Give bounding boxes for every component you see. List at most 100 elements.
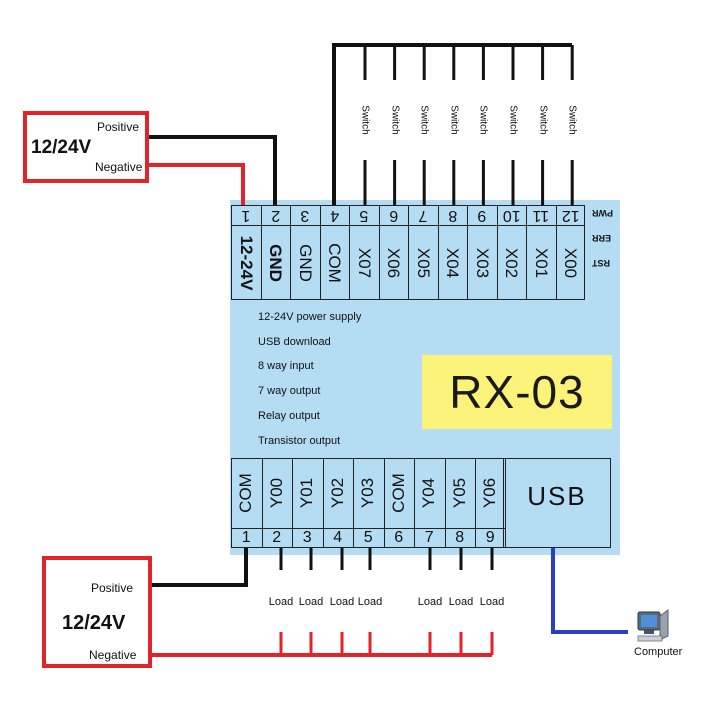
switch-label: Switch — [566, 105, 578, 135]
input-terminal-label: X03 — [472, 247, 492, 278]
terminal-divider — [475, 458, 476, 548]
input-terminal-label: X07 — [354, 247, 374, 278]
switch-label: Switch — [418, 105, 430, 135]
output-terminal-label: Y01 — [297, 477, 317, 509]
negative-label: Negative — [89, 648, 137, 662]
switch-label: Switch — [537, 105, 549, 135]
terminal-divider — [408, 205, 409, 300]
switch-label: Switch — [448, 105, 460, 135]
computer-icon — [637, 609, 669, 642]
output-terminal-label: Y04 — [419, 477, 439, 509]
switch-wires — [363, 45, 574, 205]
feature-item: 12-24V power supply — [258, 311, 362, 323]
input-terminal-label: X06 — [384, 247, 404, 278]
terminal-divider — [322, 458, 324, 548]
switch-common-bus — [332, 43, 572, 205]
led-label-err: ERR — [592, 233, 612, 243]
feature-item: USB download — [258, 335, 331, 348]
power-supply-bottom: Positive 12/24V Negative — [42, 556, 152, 668]
negative-label: Negative — [95, 160, 143, 174]
positive-wire-bottom — [152, 548, 248, 587]
output-pin-number: 8 — [455, 529, 465, 546]
load-label: Load — [448, 596, 474, 608]
switch-label: Switch — [477, 105, 489, 135]
pin-row-divider — [231, 528, 506, 529]
switch-label: Switch — [389, 105, 401, 135]
voltage-label: 12/24V — [31, 137, 92, 158]
terminal-divider — [444, 458, 446, 548]
input-terminal-label: X05 — [413, 247, 433, 278]
load-label: Load — [417, 596, 443, 608]
terminal-divider — [437, 205, 439, 300]
positive-label: Positive — [97, 120, 140, 134]
positive-wire-top — [148, 135, 277, 205]
usb-port: USB — [503, 458, 611, 548]
output-terminal-label: Y00 — [266, 477, 286, 509]
input-pin-number: 12 — [561, 207, 580, 224]
input-pin-number: 3 — [300, 207, 310, 224]
input-terminal-label: X01 — [531, 247, 551, 278]
input-terminal-label: X02 — [502, 247, 522, 278]
input-terminal-label: COM — [325, 242, 345, 283]
input-pin-number: 2 — [270, 207, 280, 224]
terminal-divider — [290, 205, 291, 300]
terminal-divider — [319, 205, 321, 300]
input-pin-number: 7 — [418, 207, 428, 224]
load-label: Load — [357, 596, 383, 608]
terminal-divider — [467, 205, 468, 300]
led-label-pwr: PWR — [592, 208, 613, 218]
load-label: Load — [268, 596, 294, 608]
voltage-label: 12/24V — [62, 612, 126, 634]
output-pin-number: 9 — [485, 529, 495, 546]
positive-label: Positive — [91, 581, 134, 595]
output-terminal-label: Y05 — [449, 477, 469, 509]
input-pin-number: 8 — [447, 207, 457, 224]
terminal-divider — [526, 205, 527, 300]
terminal-divider — [260, 205, 262, 300]
feature-item: 7 way output — [258, 385, 321, 398]
output-pin-number: 6 — [394, 529, 404, 546]
output-pin-number: 7 — [424, 529, 434, 546]
model-badge: RX-03 — [422, 355, 612, 429]
terminal-divider — [261, 458, 263, 548]
switch-label: Switch — [507, 105, 519, 135]
input-pin-number: 6 — [388, 207, 398, 224]
input-pin-number: 5 — [359, 207, 369, 224]
output-terminal-label: COM — [236, 473, 256, 513]
terminal-divider — [378, 205, 380, 300]
terminal-divider — [414, 458, 415, 548]
load-label: Load — [479, 596, 505, 608]
output-terminal-label: COM — [388, 473, 408, 513]
output-pin-number: 4 — [333, 529, 343, 546]
load-label: Load — [329, 596, 355, 608]
output-pin-number: 2 — [272, 529, 282, 546]
output-pin-number: 3 — [302, 529, 312, 546]
input-terminal-label: GND — [266, 243, 286, 282]
load-label: Load — [298, 596, 324, 608]
input-terminal-label: GND — [295, 243, 315, 282]
negative-wire-top — [148, 163, 245, 205]
model-name: RX-03 — [449, 366, 585, 418]
input-pin-number: 11 — [532, 207, 550, 224]
computer: Computer — [628, 606, 688, 664]
input-pin-number: 4 — [329, 207, 339, 224]
terminal-divider — [292, 458, 293, 548]
input-pin-number: 9 — [477, 207, 487, 224]
input-terminal-label: X00 — [561, 247, 581, 278]
terminal-divider — [349, 205, 350, 300]
output-terminal-label: Y02 — [327, 477, 347, 509]
input-terminal-label: 12-24V — [236, 235, 256, 290]
feature-item: Transistor output — [258, 434, 341, 447]
led-label-rst: RST — [592, 258, 610, 268]
usb-label: USB — [527, 481, 587, 511]
feature-item: 8 way input — [258, 360, 314, 373]
feature-item: Relay output — [258, 409, 320, 422]
output-pin-number: 5 — [363, 529, 373, 546]
terminal-divider — [496, 205, 498, 300]
load-wires — [279, 548, 494, 655]
terminal-divider — [383, 458, 385, 548]
computer-label: Computer — [634, 646, 683, 658]
input-pin-number: 1 — [241, 207, 251, 224]
